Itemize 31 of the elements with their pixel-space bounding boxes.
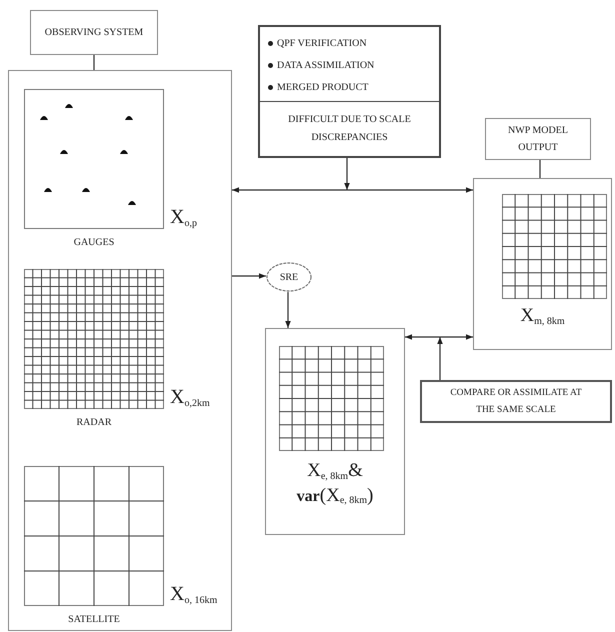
box-label: COMPARE OR ASSIMILATE AT THE SAME SCALE <box>449 386 583 416</box>
arrow <box>437 337 443 380</box>
connector-line <box>539 160 541 178</box>
bullet-item: DATA ASSIMILATION <box>277 59 374 73</box>
panel-caption: SATELLITE <box>67 613 121 627</box>
panel-caption: RADAR <box>75 416 112 430</box>
box-label: NWP MODEL OUTPUT <box>507 124 569 155</box>
bullet-item: MERGED PRODUCT <box>277 81 368 95</box>
arrow <box>232 273 266 279</box>
variable-label: X$_{o, 16km}$ <box>170 584 218 604</box>
label-box <box>30 10 158 55</box>
variable-label: X$_{o,2km}$ <box>170 387 210 407</box>
label-box <box>485 118 591 160</box>
arrow <box>285 292 291 328</box>
issues-box <box>258 25 441 158</box>
box-label: OBSERVING SYSTEM <box>44 26 144 40</box>
process-label: SRE <box>280 270 298 284</box>
arrow <box>344 158 350 190</box>
note-text: DIFFICULT DUE TO SCALE DISCREPANCIES <box>287 113 412 145</box>
arrow <box>232 187 473 193</box>
observing-panel <box>8 70 232 631</box>
model-panel <box>473 178 612 350</box>
variable-label: X$_{m, 8km}$ <box>520 304 565 328</box>
variable-label: X$_{e, 8km}$& var(X$_{e, 8km}$) <box>296 459 374 508</box>
panel-caption: GAUGES <box>72 236 116 250</box>
bullet-item: QPF VERIFICATION <box>277 37 367 51</box>
model-panel <box>265 328 405 535</box>
connector-line <box>93 55 95 70</box>
variable-label: X$_{o,p}$ <box>170 207 197 227</box>
label-box <box>420 380 612 423</box>
arrow <box>405 334 473 340</box>
